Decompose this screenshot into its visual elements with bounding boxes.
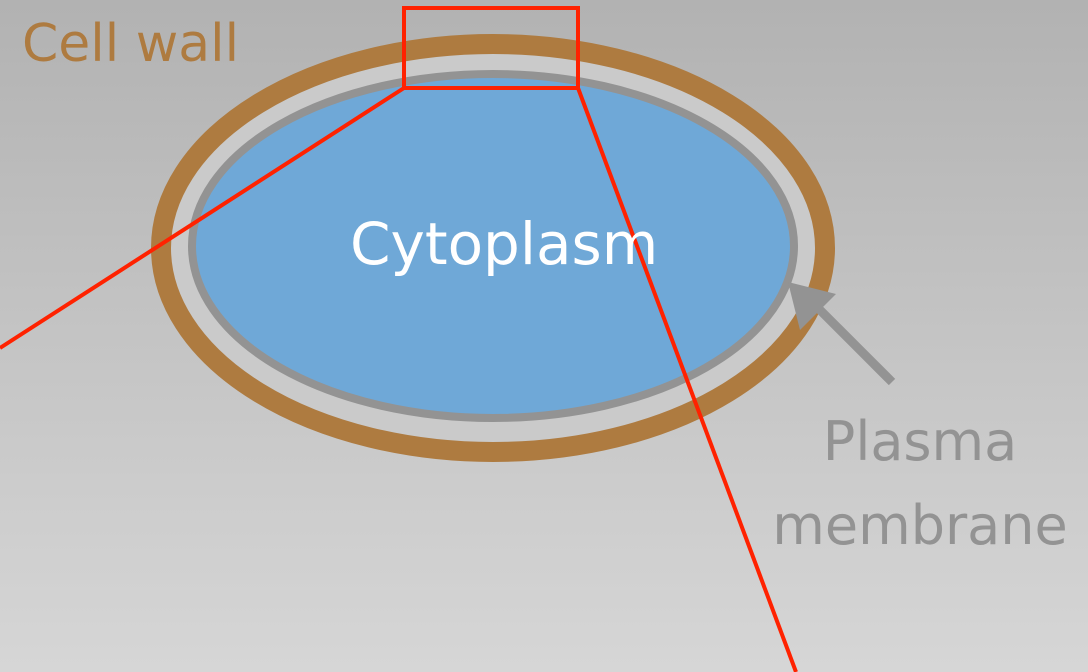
cytoplasm-label: Cytoplasm xyxy=(350,215,658,273)
membrane-arrow-shaft xyxy=(812,302,892,382)
plasma-membrane-label-line2: membrane xyxy=(770,484,1070,568)
cell-wall-label: Cell wall xyxy=(22,18,239,70)
plasma-membrane-label-line1: Plasma xyxy=(770,400,1070,484)
plasma-membrane-label: Plasma membrane xyxy=(770,400,1070,568)
